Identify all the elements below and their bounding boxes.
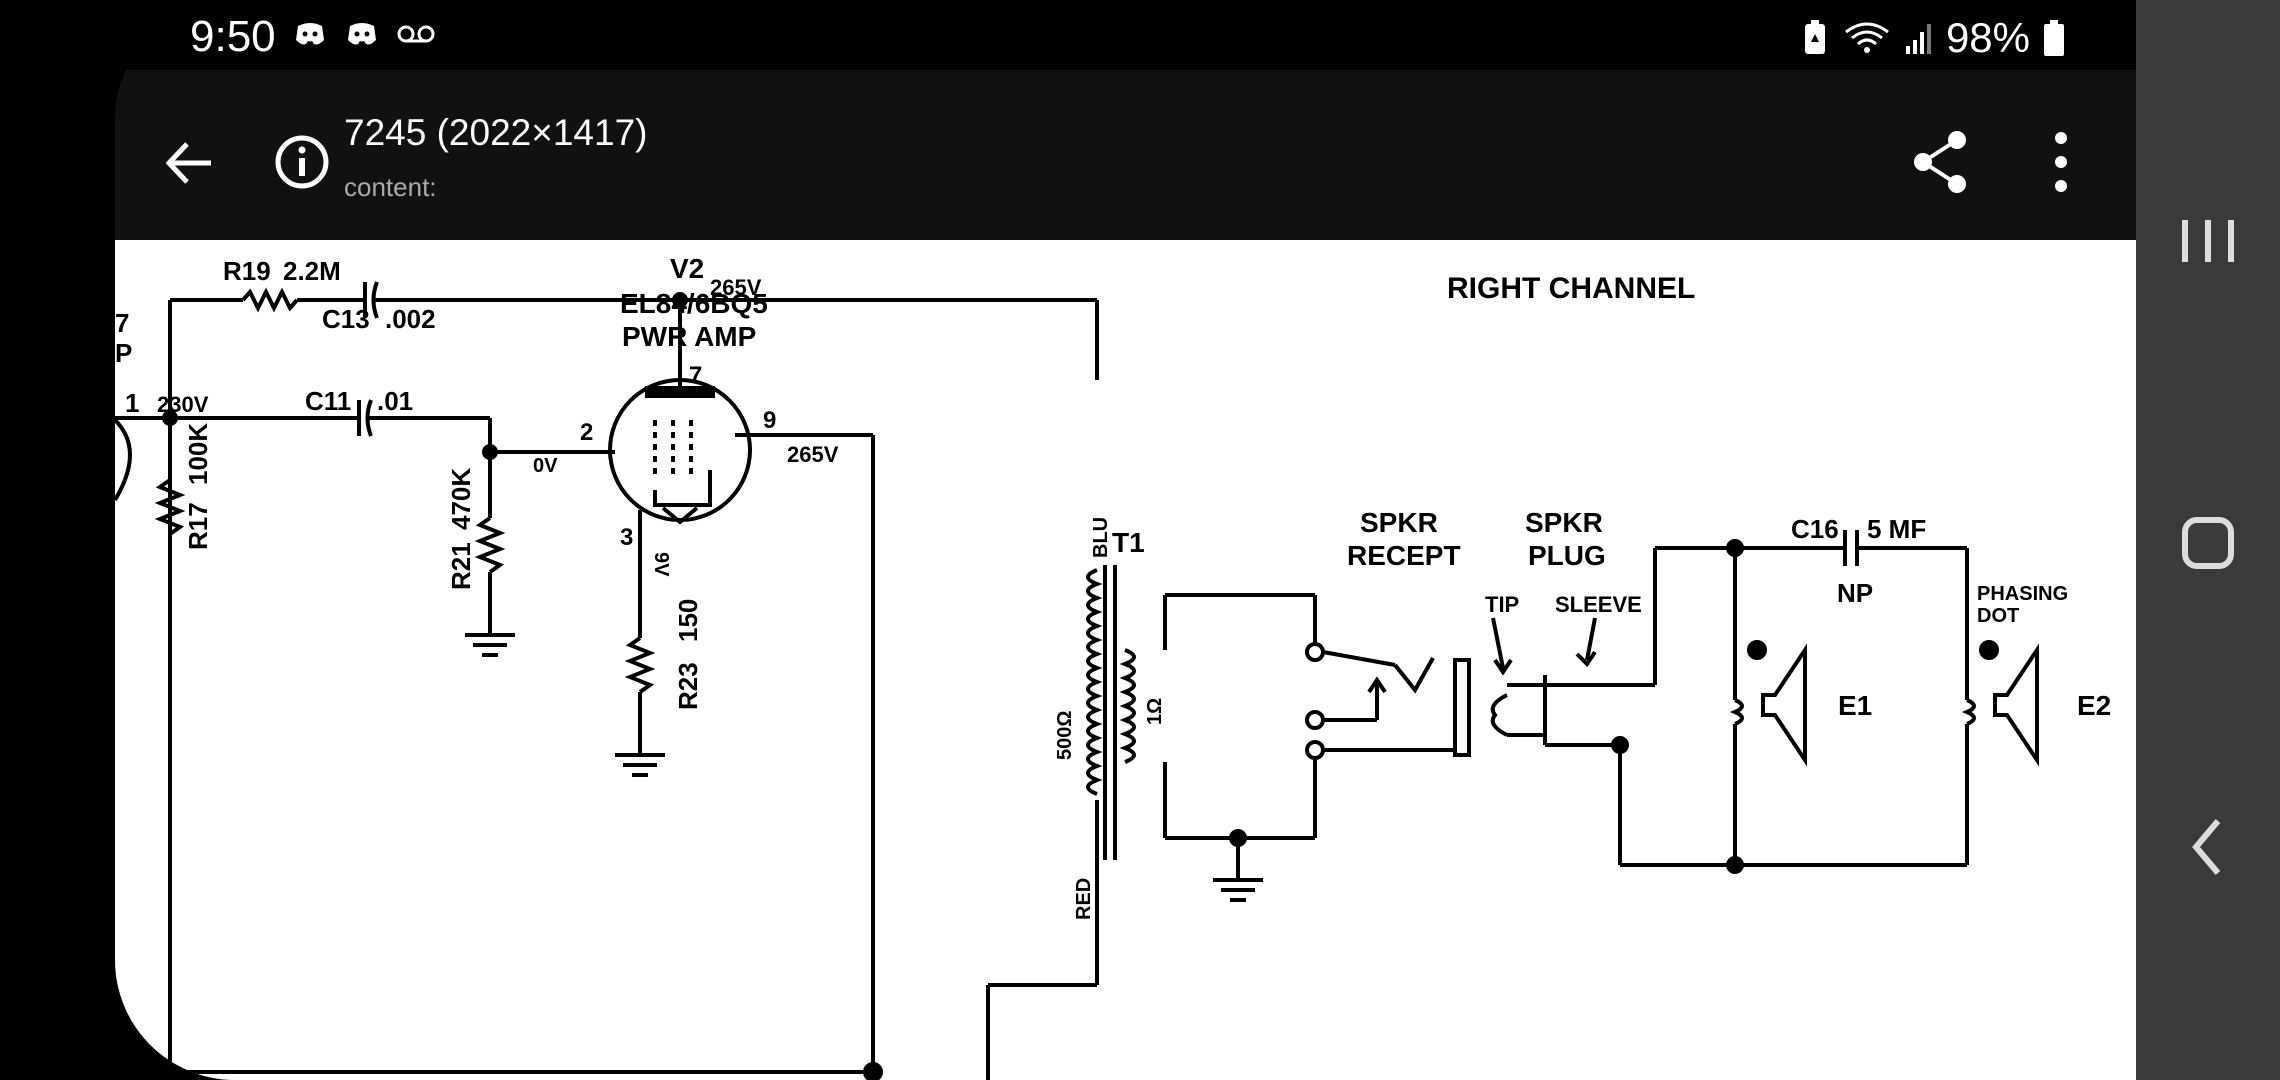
back-icon[interactable] [2158,797,2258,897]
transformer-primary [1086,568,1103,796]
image-viewer[interactable]: 7 P V2 EL84/6BQ5 PWR AMP R19 2.2M C13 .0… [115,240,2136,1080]
left-edge-label: 7 [115,308,129,338]
battery-icon [2044,20,2064,56]
share-icon[interactable] [1901,122,1981,202]
system-nav-bar [2136,0,2280,1080]
circuit-schematic: 7 P V2 EL84/6BQ5 PWR AMP R19 2.2M C13 .0… [115,253,2111,1080]
speaker-e2-label: E2 [2077,690,2111,721]
c13-value: .002 [385,304,436,334]
transformer-label: T1 [1112,527,1145,558]
more-vert-icon[interactable] [2031,122,2091,202]
left-edge-label: P [115,338,132,368]
image-title: 7245 (2022×1417) [344,112,648,153]
voltage-label: 265V [710,275,762,300]
r23-value: 150 [673,599,703,642]
image-subtitle: content: [344,172,437,202]
right-channel-label: RIGHT CHANNEL [1447,272,1695,305]
home-icon[interactable] [2158,493,2258,593]
recents-icon[interactable] [2158,190,2258,290]
r19-label: R19 [223,256,271,286]
wire-color-label: BLU [1090,517,1112,558]
spkr-plug-label: PLUG [1528,540,1606,571]
discord-icon [348,23,376,45]
voltage-label: 265V [787,442,839,467]
speaker-e1 [1761,643,1807,767]
speaker-e2 [1993,643,2039,767]
sleeve-label: SLEEVE [1555,592,1642,617]
r19-value: 2.2M [283,256,341,286]
voicemail-icon [397,25,435,43]
voltage-label: 9V [650,552,672,577]
info-icon[interactable] [270,130,334,194]
spkr-recept-label: RECEPT [1347,540,1461,571]
pin-label: 3 [620,524,633,551]
resistor-r17 [154,478,186,536]
r17-label: R17 [183,502,213,550]
np-label: NP [1837,578,1873,608]
discord-icon [296,23,324,45]
tube-function-label: PWR AMP [622,321,756,352]
back-arrow-icon[interactable] [155,128,225,198]
phone-screen: 9:50 [115,0,2136,1080]
resistor-r23 [624,636,656,694]
status-time: 9:50 [190,12,276,61]
r23-label: R23 [673,662,703,710]
resistor-r19 [241,287,299,313]
pin-label: 1 [125,388,139,418]
battery-saver-icon [1804,20,1825,54]
impedance-label: 1Ω [1144,698,1166,725]
wifi-icon [1845,22,1889,53]
r17-value: 100K [183,423,213,485]
tube-envelope [608,378,752,522]
c13-label: C13 [322,304,370,334]
tube-edge-arc [115,418,132,502]
wire-color-label: RED [1073,878,1095,920]
r21-value: 470K [446,468,476,530]
pin-label: 9 [763,407,776,434]
voltage-label: 0V [533,455,558,477]
spkr-plug-label: SPKR [1525,507,1603,538]
tube-type-label: EL84/6BQ5 [620,288,768,319]
status-bar: 9:50 [115,0,2136,70]
speaker-e1-label: E1 [1838,690,1872,721]
signal-icon [1905,24,1931,54]
phasing-dot-label: DOT [1977,605,2019,627]
pin-label: 2 [580,419,593,446]
phasing-dot-label: PHASING [1977,583,2068,605]
transformer-secondary [1119,648,1136,764]
c11-value: .01 [377,386,413,416]
battery-percent: 98% [1945,14,2030,61]
resistor-r21 [474,516,506,574]
tube-label: V2 [670,253,704,284]
impedance-label: 500Ω [1054,711,1076,760]
c16-value: 5 MF [1867,514,1926,544]
app-bar: 7245 (2022×1417) content: [115,70,2136,240]
spkr-recept-label: SPKR [1360,507,1438,538]
c11-label: C11 [305,386,351,416]
tip-label: TIP [1485,592,1519,617]
c16-label: C16 [1791,514,1839,544]
r21-label: R21 [446,542,476,590]
